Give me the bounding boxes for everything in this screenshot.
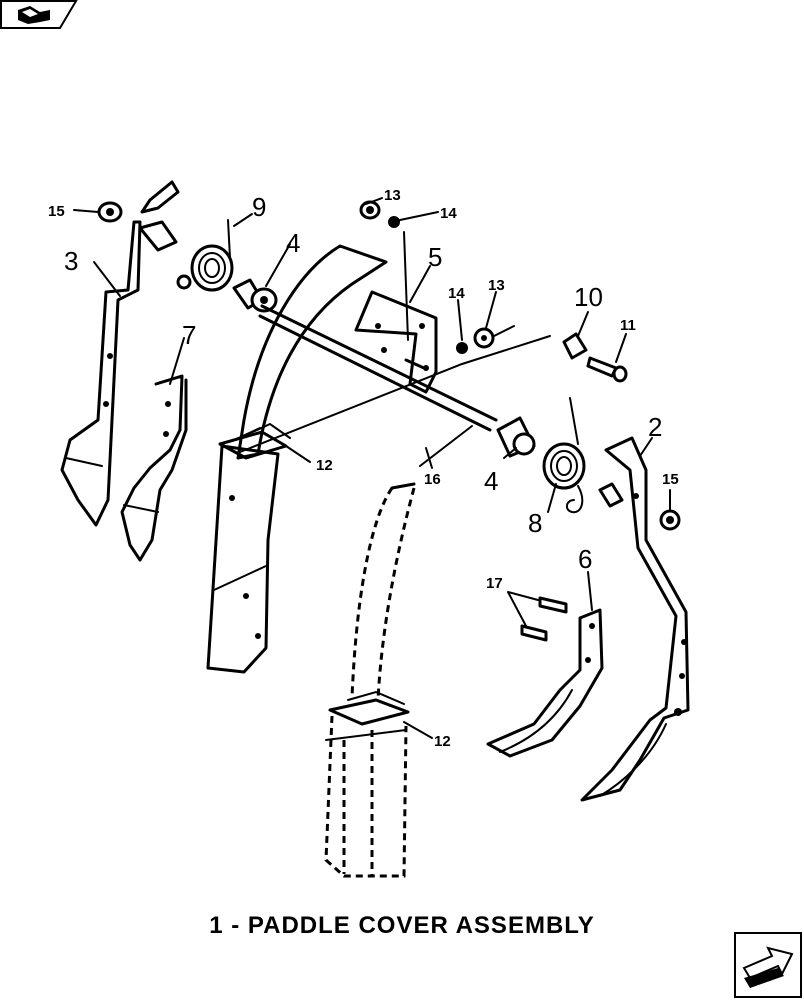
callout-13-upper: 13 (384, 187, 401, 204)
callout-12-lower: 12 (434, 733, 451, 750)
part-14-upper-lockwasher (388, 216, 409, 341)
callout-4-left: 4 (286, 228, 300, 258)
book-arrow-icon (18, 6, 50, 24)
part-5-mounting-plate (354, 290, 438, 394)
callout-9: 9 (252, 192, 266, 222)
callout-4-right: 4 (484, 466, 498, 496)
part-13-upper-nut (359, 200, 381, 220)
part-6-right-paddle-plate (486, 608, 604, 758)
part-2-right-paddle-arm (580, 436, 690, 802)
part-7-left-paddle-plate (120, 374, 188, 562)
part-17-bolts (520, 596, 568, 642)
next-page-button[interactable] (734, 932, 802, 1003)
lower-cover-arm (324, 482, 416, 878)
part-4-left-bushing (232, 278, 278, 313)
part-12-upper-bracket (218, 422, 291, 460)
callout-3: 3 (64, 246, 78, 276)
back-nav-tab[interactable] (0, 0, 78, 35)
callout-14-lower: 14 (448, 285, 465, 302)
callout-17: 17 (486, 575, 503, 592)
diagram-caption: 1 - PADDLE COVER ASSEMBLY (209, 912, 595, 939)
next-page-arrow-icon (742, 946, 794, 988)
callout-12-upper: 12 (316, 457, 333, 474)
leader-lines (73, 197, 671, 739)
callout-15-left: 15 (48, 203, 65, 220)
callout-10: 10 (574, 282, 603, 312)
part-3-bushing (138, 220, 178, 252)
callout-14-upper: 14 (440, 205, 457, 222)
part-9-left-spring (176, 219, 234, 292)
part-3-left-paddle-arm (60, 180, 180, 527)
callout-5: 5 (428, 242, 442, 272)
part-15-left-washer (97, 201, 123, 223)
part-10-spacer (562, 332, 588, 360)
callout-16: 16 (424, 471, 441, 488)
part-8-right-spring (542, 397, 586, 514)
part-14-lower-lockwasher (456, 342, 468, 354)
part-15-right-washer (659, 509, 681, 531)
main-shaft (239, 304, 551, 467)
part-4-right-bushing (496, 416, 536, 458)
part-13-lower-nut (473, 327, 495, 349)
part-11-bolt (586, 356, 628, 383)
callout-11: 11 (620, 317, 636, 334)
callout-13-lower: 13 (488, 277, 505, 294)
callout-7: 7 (182, 320, 196, 350)
callout-2: 2 (648, 412, 662, 442)
part-12-lower-bracket (328, 690, 410, 726)
callout-15-right: 15 (662, 471, 679, 488)
callout-8: 8 (528, 508, 542, 538)
callout-6: 6 (578, 544, 592, 574)
